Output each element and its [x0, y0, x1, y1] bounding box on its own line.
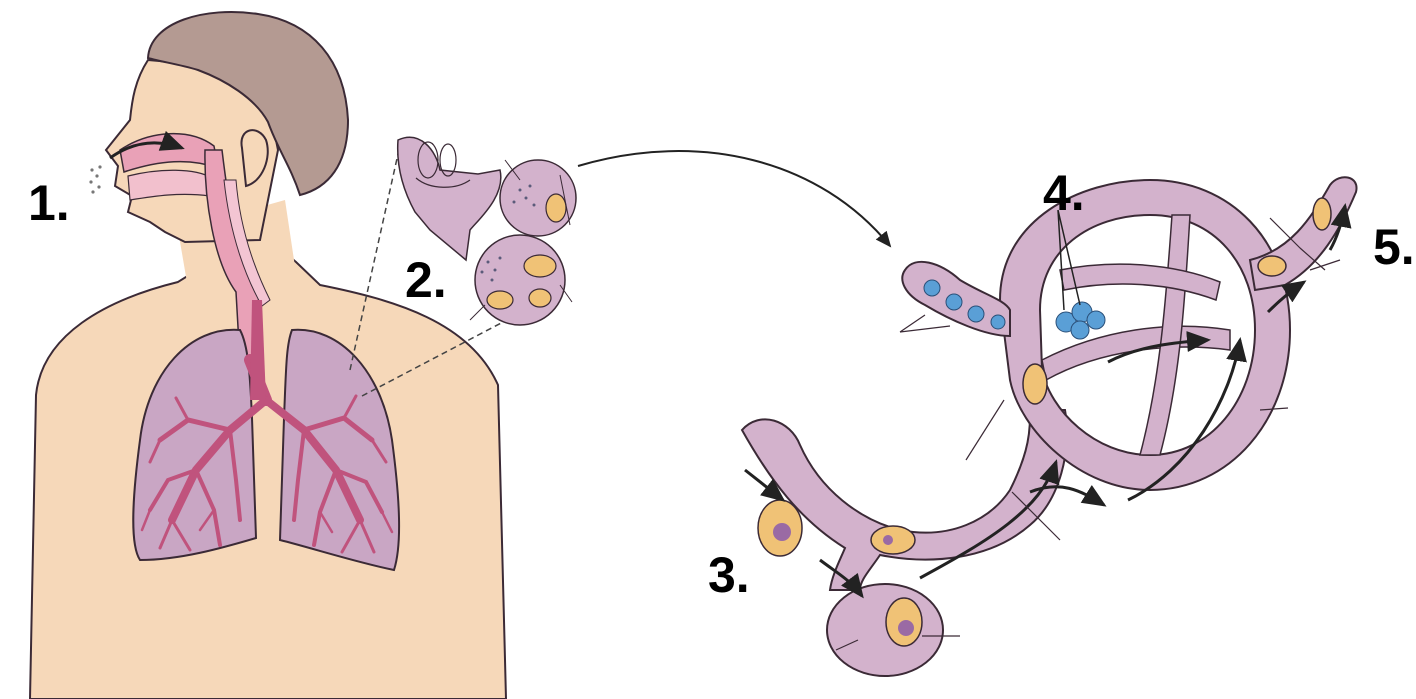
lower-alveolus: [475, 235, 565, 325]
main-tube: [742, 410, 1067, 590]
inner-bridge-3: [1060, 264, 1220, 300]
breath-dots: [89, 165, 101, 193]
bottom-alveolus: [827, 584, 943, 676]
label-2: 2.: [405, 255, 447, 305]
human-torso-illustration: [30, 12, 506, 699]
zoom-arrow: [578, 151, 890, 246]
inner-bridge-1: [1042, 326, 1230, 380]
label-5: 5.: [1373, 222, 1415, 272]
label-1: 1.: [28, 178, 70, 228]
alveoli-duct: [398, 137, 501, 260]
alveolar-sac-network: [742, 177, 1357, 676]
label-4: 4.: [1043, 168, 1085, 218]
label-3: 3.: [708, 550, 750, 600]
